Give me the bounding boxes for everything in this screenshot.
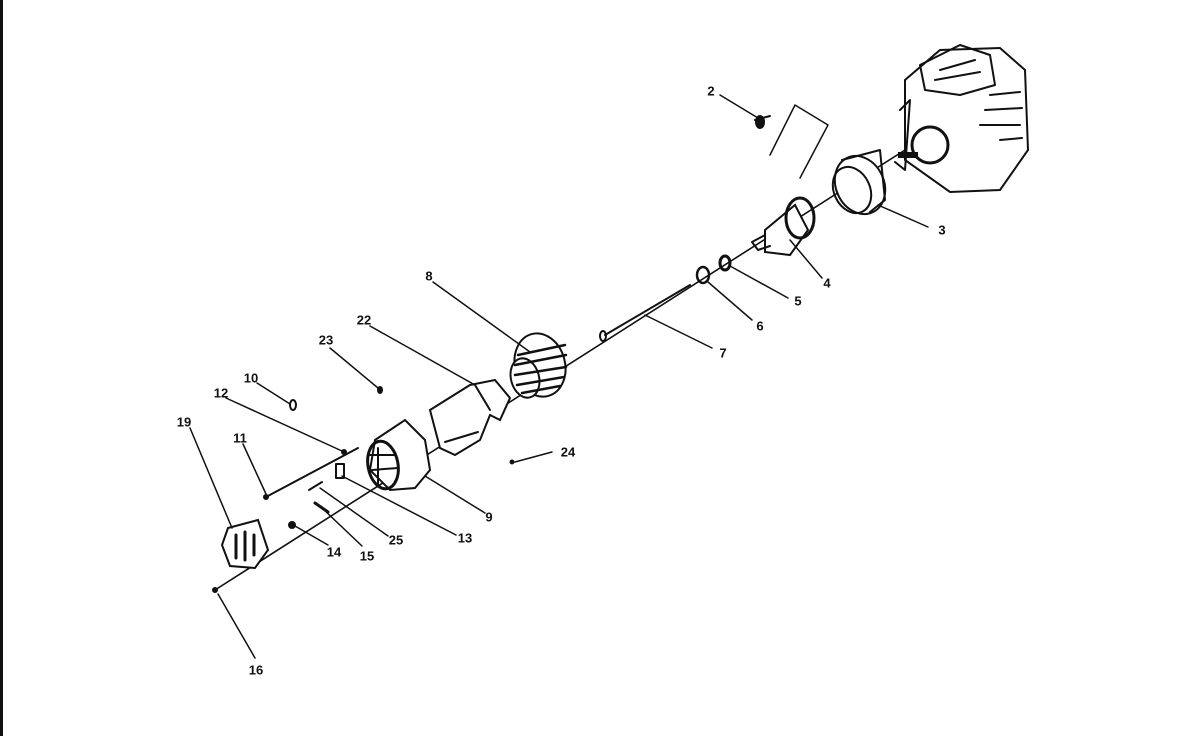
part-2-screw-bracket [754, 104, 829, 179]
part-25-screw [308, 481, 323, 491]
callout-25: 25 [388, 532, 404, 548]
callout-12: 12 [213, 385, 229, 401]
part-3-adapter-ring [831, 149, 887, 216]
part-22-housing-shroud [428, 378, 512, 457]
callout-6: 6 [756, 318, 764, 334]
part-19-end-cover [220, 518, 270, 570]
callout-19: 19 [176, 414, 192, 430]
callout-5: 5 [794, 293, 802, 309]
callout-3: 3 [938, 222, 946, 238]
part-7-through-bolt [604, 284, 691, 336]
callout-13: 13 [457, 530, 473, 546]
callout-11: 11 [233, 430, 247, 446]
part-4-rotor-assembly [751, 196, 816, 257]
part-24-screw [509, 459, 515, 465]
part-11-stud [265, 447, 359, 498]
part-13-bracket [335, 463, 345, 479]
callout-2: 2 [707, 83, 715, 99]
part-16-screw [212, 587, 218, 593]
callout-7: 7 [719, 345, 727, 361]
callout-23: 23 [318, 332, 334, 348]
left-border-line [0, 0, 3, 736]
callout-9: 9 [485, 509, 493, 525]
part-6-washer [695, 265, 711, 285]
part-5-nut [718, 254, 732, 272]
callout-10: 10 [243, 370, 259, 386]
leader-lines [189, 94, 929, 659]
callout-16: 16 [248, 662, 264, 678]
part-10-washer [289, 399, 297, 411]
part-9-end-bell [366, 418, 432, 492]
callout-4: 4 [823, 275, 831, 291]
callout-14: 14 [326, 544, 342, 560]
part-12-nut [341, 449, 347, 455]
callout-15: 15 [359, 548, 375, 564]
callout-8: 8 [425, 268, 433, 284]
part-14-screw [288, 521, 296, 529]
part-8-stator [509, 332, 568, 399]
callout-24: 24 [560, 444, 576, 460]
callout-22: 22 [356, 312, 372, 328]
engine-illustration [894, 44, 1030, 194]
